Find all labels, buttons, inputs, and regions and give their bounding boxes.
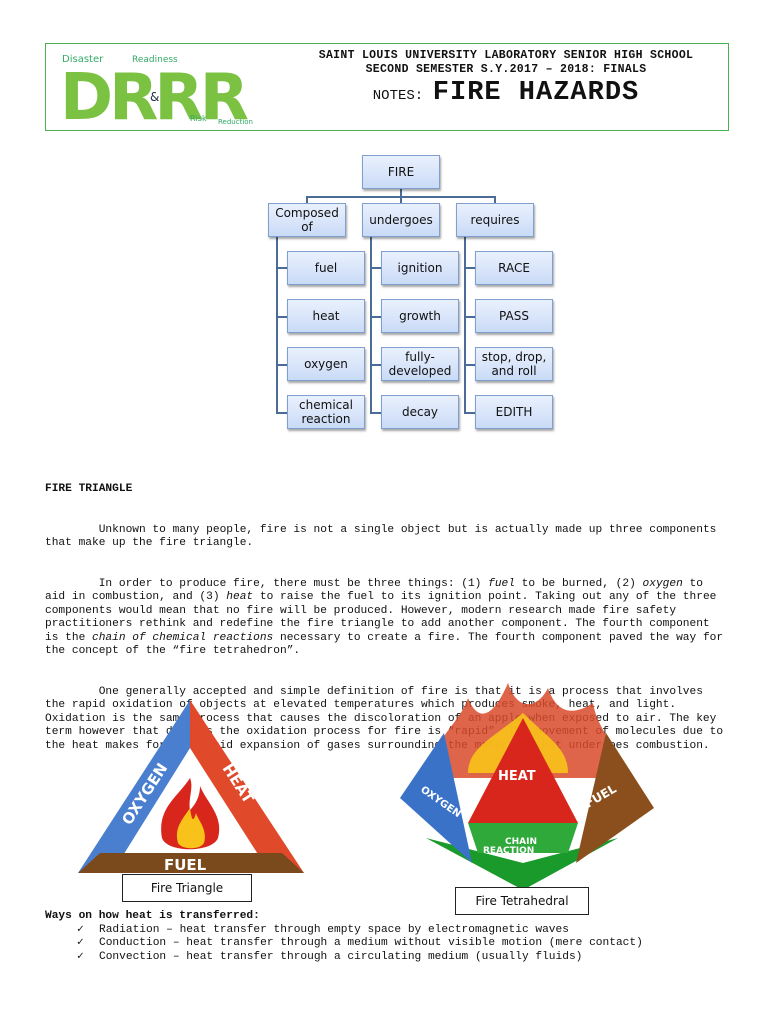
- map-item: ignition: [381, 251, 459, 285]
- list-item: ✓Radiation – heat transfer through empty…: [77, 923, 569, 936]
- reaction-label: REACTION: [483, 846, 534, 856]
- heat-transfer-list: ✓Radiation – heat transfer through empty…: [45, 924, 725, 965]
- notes-label: NOTES:: [372, 88, 424, 104]
- heat-face: [468, 718, 578, 823]
- fire-triangle-caption: Fire Triangle: [122, 874, 252, 902]
- school-name: SAINT LOUIS UNIVERSITY LABORATORY SENIOR…: [286, 49, 726, 77]
- map-item: fuel: [287, 251, 365, 285]
- heat-side: [190, 700, 304, 873]
- oxygen-side: [78, 700, 190, 873]
- fire-tetrahedron-caption: Fire Tetrahedral: [455, 887, 589, 915]
- notes-title: NOTES: FIRE HAZARDS: [286, 78, 726, 108]
- map-item: stop, drop, and roll: [475, 347, 553, 381]
- fuel-side: [78, 853, 304, 873]
- fuel-label: FUEL: [164, 856, 207, 874]
- chain-label: CHAIN: [505, 837, 537, 847]
- svg-text:Readiness: Readiness: [132, 55, 178, 65]
- map-item: chemical reaction: [287, 395, 365, 429]
- list-item: ✓Convection – heat transfer through a ci…: [77, 950, 583, 963]
- check-icon: ✓: [77, 923, 84, 936]
- map-item: fully-developed: [381, 347, 459, 381]
- map-root-fire: FIRE: [362, 155, 440, 189]
- map-item: EDITH: [475, 395, 553, 429]
- paragraph-2: In order to produce fire, there must be …: [45, 577, 730, 658]
- fire-triangle-figure: OXYGEN HEAT FUEL: [78, 700, 304, 874]
- page-title: FIRE HAZARDS: [432, 78, 640, 108]
- school-line-2: SECOND SEMESTER S.Y.2017 – 2018: FINALS: [365, 63, 647, 76]
- heat-label: HEAT: [498, 769, 536, 784]
- heat-transfer-section: Ways on how heat is transferred: ✓Radiat…: [45, 910, 725, 964]
- svg-text:Reduction: Reduction: [218, 118, 253, 126]
- check-icon: ✓: [77, 950, 84, 963]
- svg-text:&: &: [150, 90, 159, 104]
- map-item: RACE: [475, 251, 553, 285]
- svg-text:Disaster: Disaster: [62, 54, 104, 65]
- map-branch-composed: Composed of: [268, 203, 346, 237]
- drrr-logo: DRRR Disaster Readiness & Risk Reduction: [60, 54, 253, 127]
- chain-reaction-base: [426, 838, 618, 890]
- map-branch-undergoes: undergoes: [362, 203, 440, 237]
- map-item: heat: [287, 299, 365, 333]
- fire-tetrahedron-figure: HEAT OXYGEN FUEL CHAIN REACTION: [400, 683, 654, 890]
- check-icon: ✓: [77, 937, 84, 949]
- oxygen-face: [400, 733, 472, 863]
- section-heading: FIRE TRIANGLE: [45, 483, 133, 495]
- fuel-face: [576, 733, 654, 863]
- header-banner: DRRR Disaster Readiness & Risk Reduction…: [45, 43, 729, 131]
- list-item: ✓Conduction – heat transfer through a me…: [77, 937, 643, 949]
- map-item: growth: [381, 299, 459, 333]
- map-branch-requires: requires: [456, 203, 534, 237]
- logo-main-text: DRRR: [60, 61, 248, 127]
- svg-text:Risk: Risk: [190, 114, 207, 123]
- heat-transfer-title: Ways on how heat is transferred:: [45, 910, 260, 922]
- map-item: decay: [381, 395, 459, 429]
- map-item: oxygen: [287, 347, 365, 381]
- paragraph-1: Unknown to many people, fire is not a si…: [45, 523, 724, 550]
- map-item: PASS: [475, 299, 553, 333]
- school-line-1: SAINT LOUIS UNIVERSITY LABORATORY SENIOR…: [318, 49, 694, 62]
